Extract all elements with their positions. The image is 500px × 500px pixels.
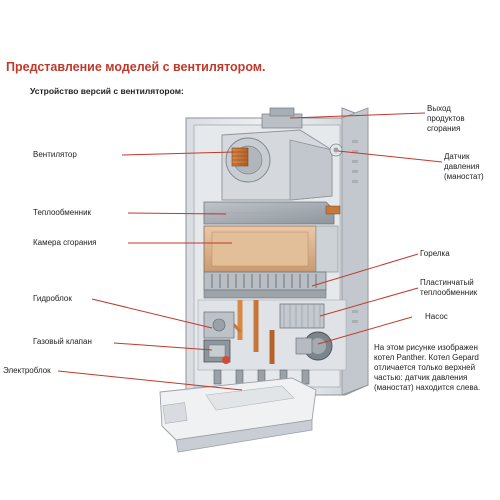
fan-assembly xyxy=(221,129,343,201)
leader-fan xyxy=(121,151,235,156)
note-text: На этом рисунке изображен котел Panther.… xyxy=(374,343,481,392)
combustion-chamber xyxy=(203,225,339,273)
label-plate-heat-exchanger: Пластинчатый теплообменник xyxy=(420,278,478,297)
label-heat-exchanger: Теплообменник xyxy=(33,208,92,217)
burner xyxy=(203,271,327,299)
leader-pump xyxy=(317,316,413,345)
leader-hydroblock xyxy=(91,298,213,329)
leader-electroblock xyxy=(57,370,243,391)
page-title: Представление моделей с вентилятором. xyxy=(6,60,266,74)
leader-pressure-sensor xyxy=(337,150,443,163)
electroblock xyxy=(159,377,317,453)
label-pump: Насос xyxy=(425,312,448,321)
heat-exchanger xyxy=(203,201,341,225)
label-combustion-chamber: Камера сгорания xyxy=(33,238,97,247)
label-exhaust: Выход продуктов сгорания xyxy=(427,104,465,133)
label-hydroblock: Гидроблок xyxy=(33,294,72,303)
section-subtitle: Устройство версий с вентилятором: xyxy=(30,86,184,96)
leader-plate-hx xyxy=(319,287,419,317)
hydro-assembly xyxy=(197,299,347,385)
label-pressure-sensor: Датчик давления (маностат) xyxy=(444,152,484,181)
leader-gas-valve xyxy=(113,342,213,351)
label-burner: Горелка xyxy=(420,249,450,258)
leader-lines xyxy=(57,112,443,391)
leader-burner xyxy=(311,253,419,287)
leader-heat-exchanger xyxy=(127,212,227,215)
label-fan: Вентилятор xyxy=(33,150,77,159)
label-gas-valve: Газовый клапан xyxy=(33,337,92,346)
label-electroblock: Электроблок xyxy=(3,366,51,375)
leader-exhaust xyxy=(289,112,426,119)
